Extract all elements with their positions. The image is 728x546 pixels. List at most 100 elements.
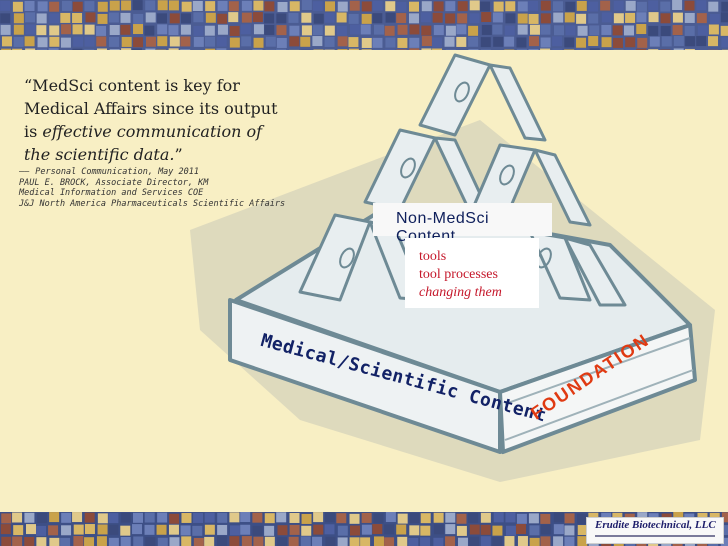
mosaic-tile xyxy=(157,36,168,47)
non-medsci-label-box: Non-MedSci Content xyxy=(373,203,552,245)
mosaic-tile xyxy=(456,513,467,524)
mosaic-tile xyxy=(516,513,527,524)
items-box: tools tool processes changing them xyxy=(405,238,539,308)
mosaic-tile xyxy=(241,0,252,11)
mosaic-tile xyxy=(409,48,420,50)
mosaic-tile xyxy=(577,525,588,536)
mosaic-tile xyxy=(241,12,252,23)
mosaic-tile xyxy=(565,25,576,36)
mosaic-tile xyxy=(684,25,695,36)
logo-tagline-graphic xyxy=(595,535,715,537)
mosaic-tile xyxy=(468,25,479,36)
mosaic-tile xyxy=(120,525,131,536)
mosaic-tile xyxy=(240,524,251,535)
mosaic-tile xyxy=(120,536,131,546)
mosaic-tile xyxy=(409,513,420,524)
mosaic-tile xyxy=(72,1,83,12)
mosaic-tile xyxy=(0,24,11,35)
mosaic-tile xyxy=(193,36,204,47)
mosaic-tile xyxy=(456,36,467,47)
mosaic-tile xyxy=(325,536,336,546)
mosaic-tile xyxy=(108,12,119,23)
mosaic-tile xyxy=(613,0,624,11)
mosaic-tile xyxy=(37,48,48,50)
mosaic-tile xyxy=(324,524,335,535)
mosaic-tile xyxy=(420,525,431,536)
mosaic-tile xyxy=(708,36,719,47)
mosaic-tile xyxy=(217,536,228,546)
mosaic-tile xyxy=(228,12,239,23)
mosaic-tile xyxy=(289,512,300,523)
mosaic-tile xyxy=(301,12,312,23)
mosaic-tile xyxy=(361,512,372,523)
mosaic-tile xyxy=(553,12,564,23)
mosaic-tile xyxy=(13,36,24,47)
mosaic-tile xyxy=(264,13,275,24)
mosaic-tile xyxy=(577,513,588,524)
mosaic-tile xyxy=(73,524,84,535)
mosaic-tile xyxy=(229,512,240,523)
mosaic-tile xyxy=(361,13,372,24)
mosaic-tile xyxy=(204,25,215,36)
mosaic-tile xyxy=(469,0,480,11)
mosaic-tile xyxy=(204,536,215,546)
item-changing-them: changing them xyxy=(419,285,502,300)
mosaic-tile xyxy=(84,36,95,47)
mosaic-tile xyxy=(264,1,275,12)
mosaic-tile xyxy=(241,36,252,47)
mosaic-tile xyxy=(84,524,95,535)
mosaic-tile xyxy=(505,512,516,523)
mosaic-tile xyxy=(349,0,360,11)
mosaic-tile xyxy=(289,1,300,12)
mosaic-tile xyxy=(517,1,528,12)
mosaic-tile xyxy=(648,25,659,36)
mosaic-tile xyxy=(528,513,539,524)
mosaic-tile xyxy=(313,49,324,50)
mosaic-tile xyxy=(1,513,12,524)
mosaic-tile xyxy=(612,37,623,48)
mosaic-tile xyxy=(684,12,695,23)
mosaic-tile xyxy=(37,513,48,524)
mosaic-tile xyxy=(636,24,647,35)
mosaic-tile xyxy=(468,49,479,50)
mosaic-tile xyxy=(540,48,551,50)
mosaic-tile xyxy=(684,0,695,11)
mosaic-tile xyxy=(157,24,168,35)
mosaic-tile xyxy=(96,36,107,47)
book-spine xyxy=(228,298,502,454)
mosaic-tile xyxy=(157,0,168,11)
mosaic-tile xyxy=(25,524,36,535)
mosaic-tile xyxy=(109,49,120,50)
mosaic-tile xyxy=(636,48,647,50)
mosaic-tile xyxy=(564,536,575,546)
mosaic-tile xyxy=(169,13,180,24)
mosaic-tile xyxy=(301,513,312,524)
mosaic-tile xyxy=(120,24,131,35)
mosaic-tile xyxy=(517,13,528,24)
mosaic-tile xyxy=(132,524,143,535)
mosaic-tile xyxy=(49,537,60,546)
mosaic-tile xyxy=(445,512,456,523)
mosaic-tile xyxy=(409,1,420,12)
mosaic-tile xyxy=(289,36,300,47)
mosaic-tile xyxy=(37,1,48,12)
mosaic-tile xyxy=(588,36,599,47)
mosaic-tile xyxy=(720,12,728,23)
mosaic-tile xyxy=(397,513,408,524)
mosaic-tile xyxy=(672,12,683,23)
mosaic-tile xyxy=(85,12,96,23)
mosaic-tile xyxy=(60,12,71,23)
mosaic-tile xyxy=(12,1,23,12)
mosaic-tile xyxy=(648,49,659,50)
mosaic-tile xyxy=(348,48,359,50)
mosaic-tile xyxy=(553,524,564,535)
mosaic-tile xyxy=(192,0,203,11)
mosaic-tile xyxy=(385,1,396,12)
logo-text: Erudite Biotechnical, LLC xyxy=(595,519,716,531)
attribution-organization: J&J North America Pharmaceuticals Scient… xyxy=(19,198,286,209)
mosaic-tile xyxy=(0,524,11,535)
mosaic-tile xyxy=(0,13,11,24)
mosaic-tile xyxy=(576,37,587,48)
mosaic-tile xyxy=(145,537,156,546)
mosaic-tile xyxy=(73,36,84,47)
